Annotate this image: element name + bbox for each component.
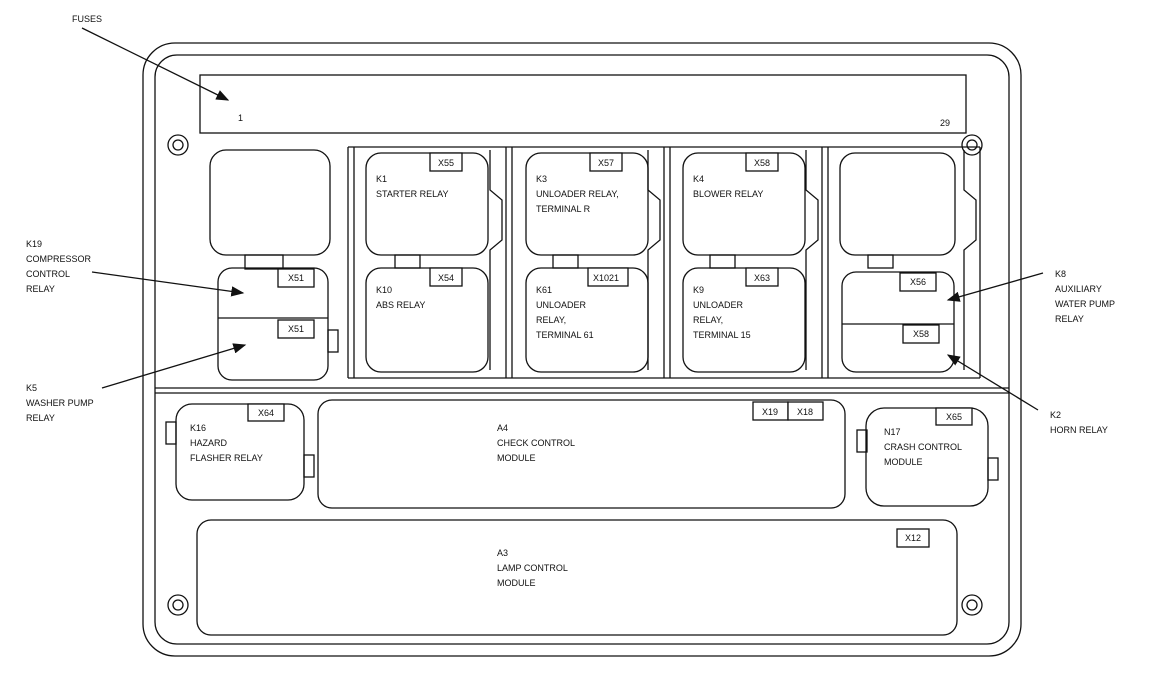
module-id: A3 <box>497 548 508 558</box>
relay-id: K4 <box>693 174 704 184</box>
relay-k1[interactable]: X55 K1 STARTER RELAY <box>365 152 489 256</box>
svg-text:K19: K19 <box>26 239 42 249</box>
callout-k5: K5 WASHER PUMP RELAY <box>26 343 247 423</box>
relay-id: K10 <box>376 285 392 295</box>
connector-label: X12 <box>905 533 921 543</box>
relay-id: K61 <box>536 285 552 295</box>
module-id: A4 <box>497 423 508 433</box>
connector-label: X65 <box>946 412 962 422</box>
relay-k16[interactable]: X64 K16 HAZARD FLASHER RELAY <box>165 403 315 501</box>
relay-k19-k5[interactable]: X51 X51 <box>217 267 339 381</box>
mounting-hole-icon <box>961 594 983 616</box>
relay-id: K9 <box>693 285 704 295</box>
relay-k8-k2[interactable]: X56 X58 <box>841 271 955 373</box>
mounting-hole-icon <box>961 134 983 156</box>
mounting-hole-icon <box>167 594 189 616</box>
relay-name: TERMINAL R <box>536 204 591 214</box>
relay-id: K16 <box>190 423 206 433</box>
svg-text:CONTROL: CONTROL <box>26 269 70 279</box>
fuses-label: FUSES <box>72 14 102 24</box>
mounting-hole-icon <box>167 134 189 156</box>
svg-text:RELAY: RELAY <box>26 284 55 294</box>
connector-label: X55 <box>438 158 454 168</box>
relay-latch <box>867 254 894 269</box>
relay-name: RELAY, <box>693 315 723 325</box>
svg-text:HORN RELAY: HORN RELAY <box>1050 425 1108 435</box>
svg-text:K8: K8 <box>1055 269 1066 279</box>
svg-text:K2: K2 <box>1050 410 1061 420</box>
relay-k9[interactable]: X63 K9 UNLOADER RELAY, TERMINAL 15 <box>682 267 806 373</box>
connector-label: X18 <box>797 407 813 417</box>
relay-name: UNLOADER <box>536 300 587 310</box>
relay-name: ABS RELAY <box>376 300 425 310</box>
module-a4[interactable]: X19 X18 A4 CHECK CONTROL MODULE <box>317 399 846 509</box>
callout-k2: K2 HORN RELAY <box>946 354 1108 435</box>
svg-text:WASHER PUMP: WASHER PUMP <box>26 398 94 408</box>
empty-relay-slot <box>209 149 331 256</box>
svg-text:RELAY: RELAY <box>1055 314 1084 324</box>
module-name: MODULE <box>497 578 536 588</box>
connector-label: X63 <box>754 273 770 283</box>
relay-k4[interactable]: X58 K4 BLOWER RELAY <box>682 152 806 256</box>
svg-text:WATER PUMP: WATER PUMP <box>1055 299 1115 309</box>
connector-label: X58 <box>913 329 929 339</box>
callout-k8: K8 AUXILIARY WATER PUMP RELAY <box>946 269 1115 324</box>
fuse-last-number: 29 <box>940 118 950 128</box>
relay-k10[interactable]: X54 K10 ABS RELAY <box>365 267 489 373</box>
relay-name: BLOWER RELAY <box>693 189 763 199</box>
connector-label: X1021 <box>593 273 619 283</box>
relay-latch <box>709 254 736 269</box>
connector-label: X56 <box>910 277 926 287</box>
connector-label: X57 <box>598 158 614 168</box>
module-id: N17 <box>884 427 901 437</box>
connector-label: X58 <box>754 158 770 168</box>
relay-name: UNLOADER <box>693 300 744 310</box>
module-name: CHECK CONTROL <box>497 438 575 448</box>
svg-text:RELAY: RELAY <box>26 413 55 423</box>
module-n17[interactable]: X65 N17 CRASH CONTROL MODULE <box>856 407 999 507</box>
connector-label: X54 <box>438 273 454 283</box>
relay-name: TERMINAL 61 <box>536 330 594 340</box>
module-a3[interactable]: X12 A3 LAMP CONTROL MODULE <box>196 519 958 636</box>
empty-relay-slot <box>839 152 956 256</box>
svg-text:K5: K5 <box>26 383 37 393</box>
fuses-arrow <box>81 27 230 101</box>
relay-k61[interactable]: X1021 K61 UNLOADER RELAY, TERMINAL 61 <box>525 267 649 373</box>
relay-latch <box>552 254 579 269</box>
relay-latch <box>394 254 421 269</box>
relay-id: K1 <box>376 174 387 184</box>
relay-name: UNLOADER RELAY, <box>536 189 619 199</box>
housing-outer <box>142 42 1022 657</box>
fuse-strip[interactable]: 1 29 <box>199 74 967 134</box>
module-name: MODULE <box>497 453 536 463</box>
fuse-first-number: 1 <box>238 113 243 123</box>
svg-text:COMPRESSOR: COMPRESSOR <box>26 254 92 264</box>
relay-column-dividers <box>347 146 981 379</box>
relay-name: HAZARD <box>190 438 228 448</box>
connector-label: X51 <box>288 273 304 283</box>
connector-label: X64 <box>258 408 274 418</box>
relay-k3[interactable]: X57 K3 UNLOADER RELAY, TERMINAL R <box>525 152 649 256</box>
relay-name: STARTER RELAY <box>376 189 449 199</box>
housing-inner <box>154 54 1010 645</box>
relay-latch <box>244 254 284 270</box>
callout-k19: K19 COMPRESSOR CONTROL RELAY <box>26 239 245 297</box>
relay-name: RELAY, <box>536 315 566 325</box>
module-name: CRASH CONTROL <box>884 442 962 452</box>
connector-label: X19 <box>762 407 778 417</box>
relay-id: K3 <box>536 174 547 184</box>
module-name: MODULE <box>884 457 923 467</box>
relay-name: FLASHER RELAY <box>190 453 263 463</box>
module-name: LAMP CONTROL <box>497 563 568 573</box>
relay-name: TERMINAL 15 <box>693 330 751 340</box>
svg-text:AUXILIARY: AUXILIARY <box>1055 284 1102 294</box>
connector-label: X51 <box>288 324 304 334</box>
